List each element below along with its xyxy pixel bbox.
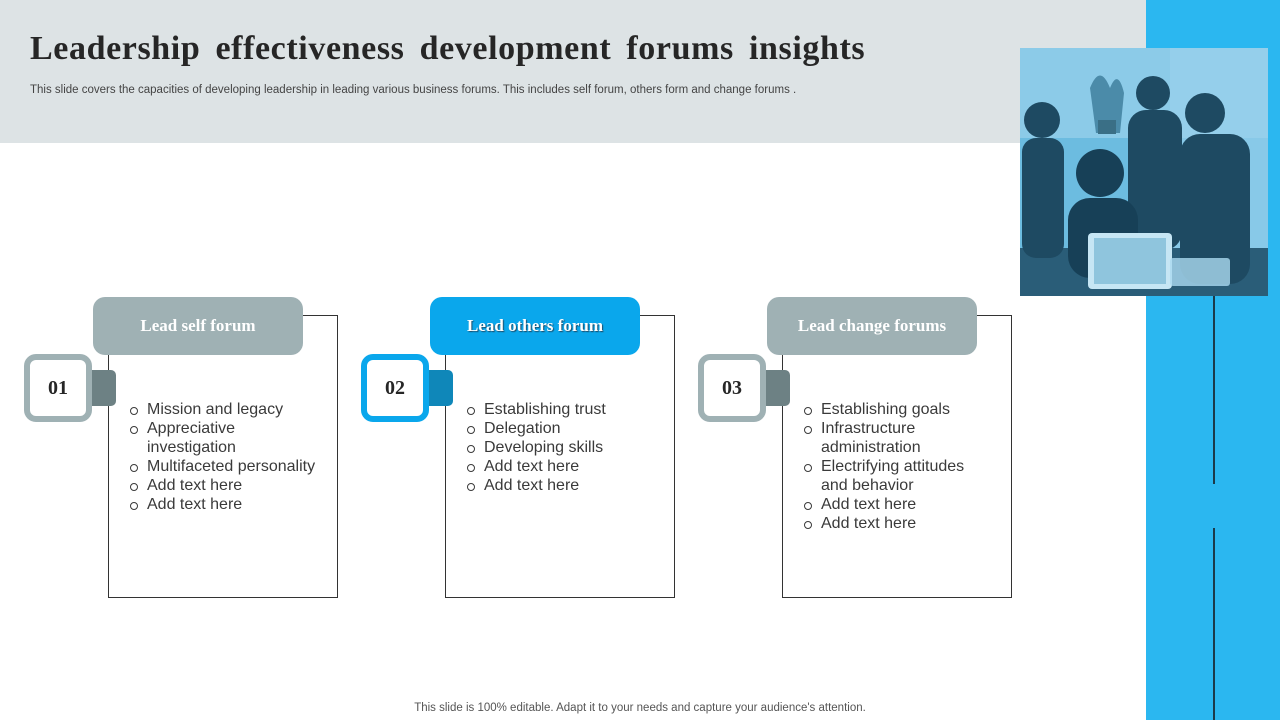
list-item: Infrastructure administration bbox=[802, 419, 936, 457]
card-box-change-forums bbox=[782, 315, 1012, 598]
card-header-label: Lead change forums bbox=[797, 316, 947, 335]
card-header-self-forum: Lead self forum bbox=[93, 297, 303, 355]
list-item: Add text here bbox=[802, 514, 992, 533]
list-item: Developing skills bbox=[465, 438, 665, 457]
list-item: Appreciative investigation bbox=[128, 419, 257, 457]
footer-note: This slide is 100% editable. Adapt it to… bbox=[414, 702, 866, 714]
list-item: Add text here bbox=[465, 476, 665, 495]
number-badge-03: 03 bbox=[698, 354, 766, 422]
list-item: Establishing trust bbox=[465, 400, 665, 419]
accent-line-upper bbox=[1213, 296, 1215, 484]
card-header-others-forum: Lead others forum bbox=[430, 297, 640, 355]
bullet-list-others-forum: Establishing trust Delegation Developing… bbox=[465, 400, 665, 495]
list-item: Add text here bbox=[128, 476, 328, 495]
list-item: Add text here bbox=[465, 457, 665, 476]
accent-line-lower bbox=[1213, 528, 1215, 720]
list-item: Delegation bbox=[465, 419, 665, 438]
number-tab bbox=[90, 370, 116, 406]
number-tab bbox=[427, 370, 453, 406]
number-badge-01: 01 bbox=[24, 354, 92, 422]
list-item: Multifaceted personality bbox=[128, 457, 328, 476]
card-box-self-forum bbox=[108, 315, 338, 598]
header-band bbox=[0, 0, 1146, 143]
card-header-label: Lead self forum bbox=[140, 316, 256, 335]
slide-subtitle: This slide covers the capacities of deve… bbox=[30, 84, 797, 96]
team-photo bbox=[1020, 48, 1268, 296]
bullet-list-change-forums: Establishing goals Infrastructure admini… bbox=[802, 400, 992, 533]
list-item: Establishing goals bbox=[802, 400, 992, 419]
list-item: Mission and legacy bbox=[128, 400, 328, 419]
list-item: Electrifying attitudes and behavior bbox=[802, 457, 981, 495]
list-item: Add text here bbox=[802, 495, 992, 514]
list-item: Add text here bbox=[128, 495, 328, 514]
card-header-label: Lead others forum bbox=[467, 316, 603, 335]
number-badge-02: 02 bbox=[361, 354, 429, 422]
card-header-change-forums: Lead change forums bbox=[767, 297, 977, 355]
slide-title: Leadership effectiveness development for… bbox=[30, 30, 866, 67]
bullet-list-self-forum: Mission and legacy Appreciative investig… bbox=[128, 400, 328, 514]
number-tab bbox=[764, 370, 790, 406]
card-box-others-forum bbox=[445, 315, 675, 598]
